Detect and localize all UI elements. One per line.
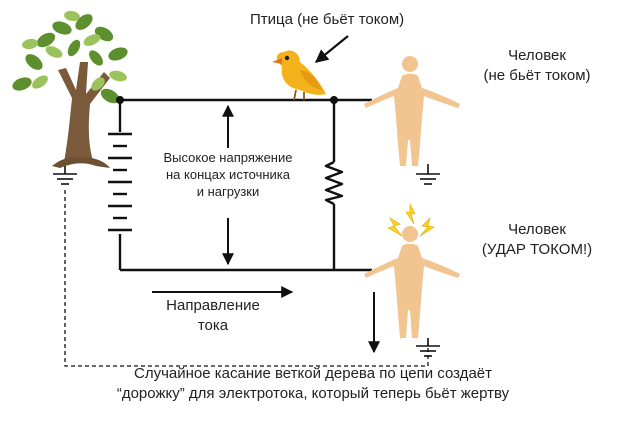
junction-top-left — [116, 96, 124, 104]
junction-top-right — [330, 96, 338, 104]
person-shocked-label-line1: Человек — [508, 221, 566, 238]
caption-line1: Случайное касание веткой дерева по цепи … — [134, 365, 492, 382]
tree-ground-icon — [53, 166, 77, 185]
battery-icon — [108, 132, 132, 232]
tree-icon — [12, 10, 128, 168]
caption-line2: “дорожку” для электротока, который тепер… — [116, 385, 510, 403]
current-direction-label: Направление тока — [158, 296, 268, 335]
person-safe-label-line1: Человек — [508, 47, 566, 64]
current-direction-label-line1: Направление — [166, 297, 260, 314]
person-shocked-icon — [364, 226, 460, 338]
person-icon — [364, 56, 460, 166]
voltage-label-line2: на концах источника — [166, 166, 290, 182]
person-safe-label: Человек (не бьёт током) — [462, 46, 612, 85]
person-shocked-label: Человек (УДАР ТОКОМ!) — [462, 220, 612, 259]
resistor-icon — [324, 160, 344, 206]
bird-pointer-arrow — [314, 35, 349, 63]
caption: Случайное касание веткой дерева по цепи … — [40, 364, 586, 405]
person-shocked-label-line2: (УДАР ТОКОМ!) — [481, 240, 593, 258]
dashed-ground-path — [64, 190, 429, 367]
voltage-label-line1: Высокое напряжение — [163, 150, 293, 165]
voltage-label-line3: и нагрузки — [196, 183, 260, 199]
person-bottom-ground-icon — [416, 338, 440, 357]
voltage-label: Высокое напряжение на концах источника и… — [148, 150, 308, 201]
current-direction-label-line2: тока — [197, 316, 229, 334]
person-top-ground-icon — [416, 164, 440, 185]
lightning-icon — [387, 203, 435, 237]
bird-icon — [272, 50, 326, 101]
person-safe-label-line2: (не бьёт током) — [483, 66, 591, 84]
bird-label: Птица (не бьёт током) — [250, 11, 405, 28]
